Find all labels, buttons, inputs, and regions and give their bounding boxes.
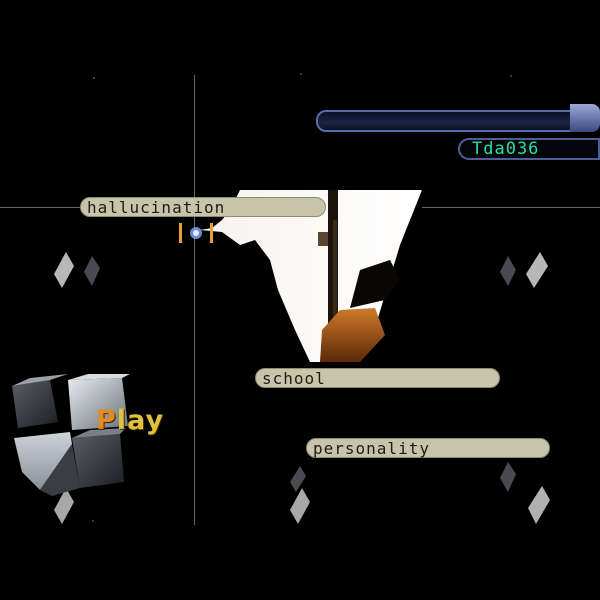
top-frame-cap (570, 104, 600, 132)
diamond-marker-icon (290, 466, 306, 492)
play-button[interactable]: Play (96, 404, 164, 438)
diamond-marker-icon (290, 488, 310, 524)
diamond-marker-icon (526, 252, 548, 288)
diamond-marker-icon (528, 486, 550, 524)
star-dot (92, 520, 94, 522)
star-dot (93, 77, 95, 79)
school-photo (200, 190, 422, 362)
diamond-marker-icon (84, 256, 100, 286)
word-hallucination-button[interactable]: hallucination (80, 197, 326, 217)
diamond-marker-icon (500, 462, 516, 492)
diamond-marker-icon (500, 256, 516, 286)
play-first-letter: P (96, 405, 117, 436)
crosshair-vertical (194, 75, 195, 525)
cube-icon[interactable] (10, 372, 130, 497)
word-school-button[interactable]: school (255, 368, 500, 388)
player-id-frame (458, 138, 600, 160)
star-dot (510, 75, 512, 77)
top-frame-bar (316, 110, 592, 132)
player-id: Tda036 (472, 139, 540, 159)
star-dot (300, 73, 302, 75)
word-personality-button[interactable]: personality (306, 438, 550, 458)
cursor-marker-icon (176, 222, 216, 244)
play-rest-letters: lay (116, 405, 165, 436)
diamond-marker-icon (54, 252, 74, 288)
diamond-marker-icon (54, 488, 74, 524)
